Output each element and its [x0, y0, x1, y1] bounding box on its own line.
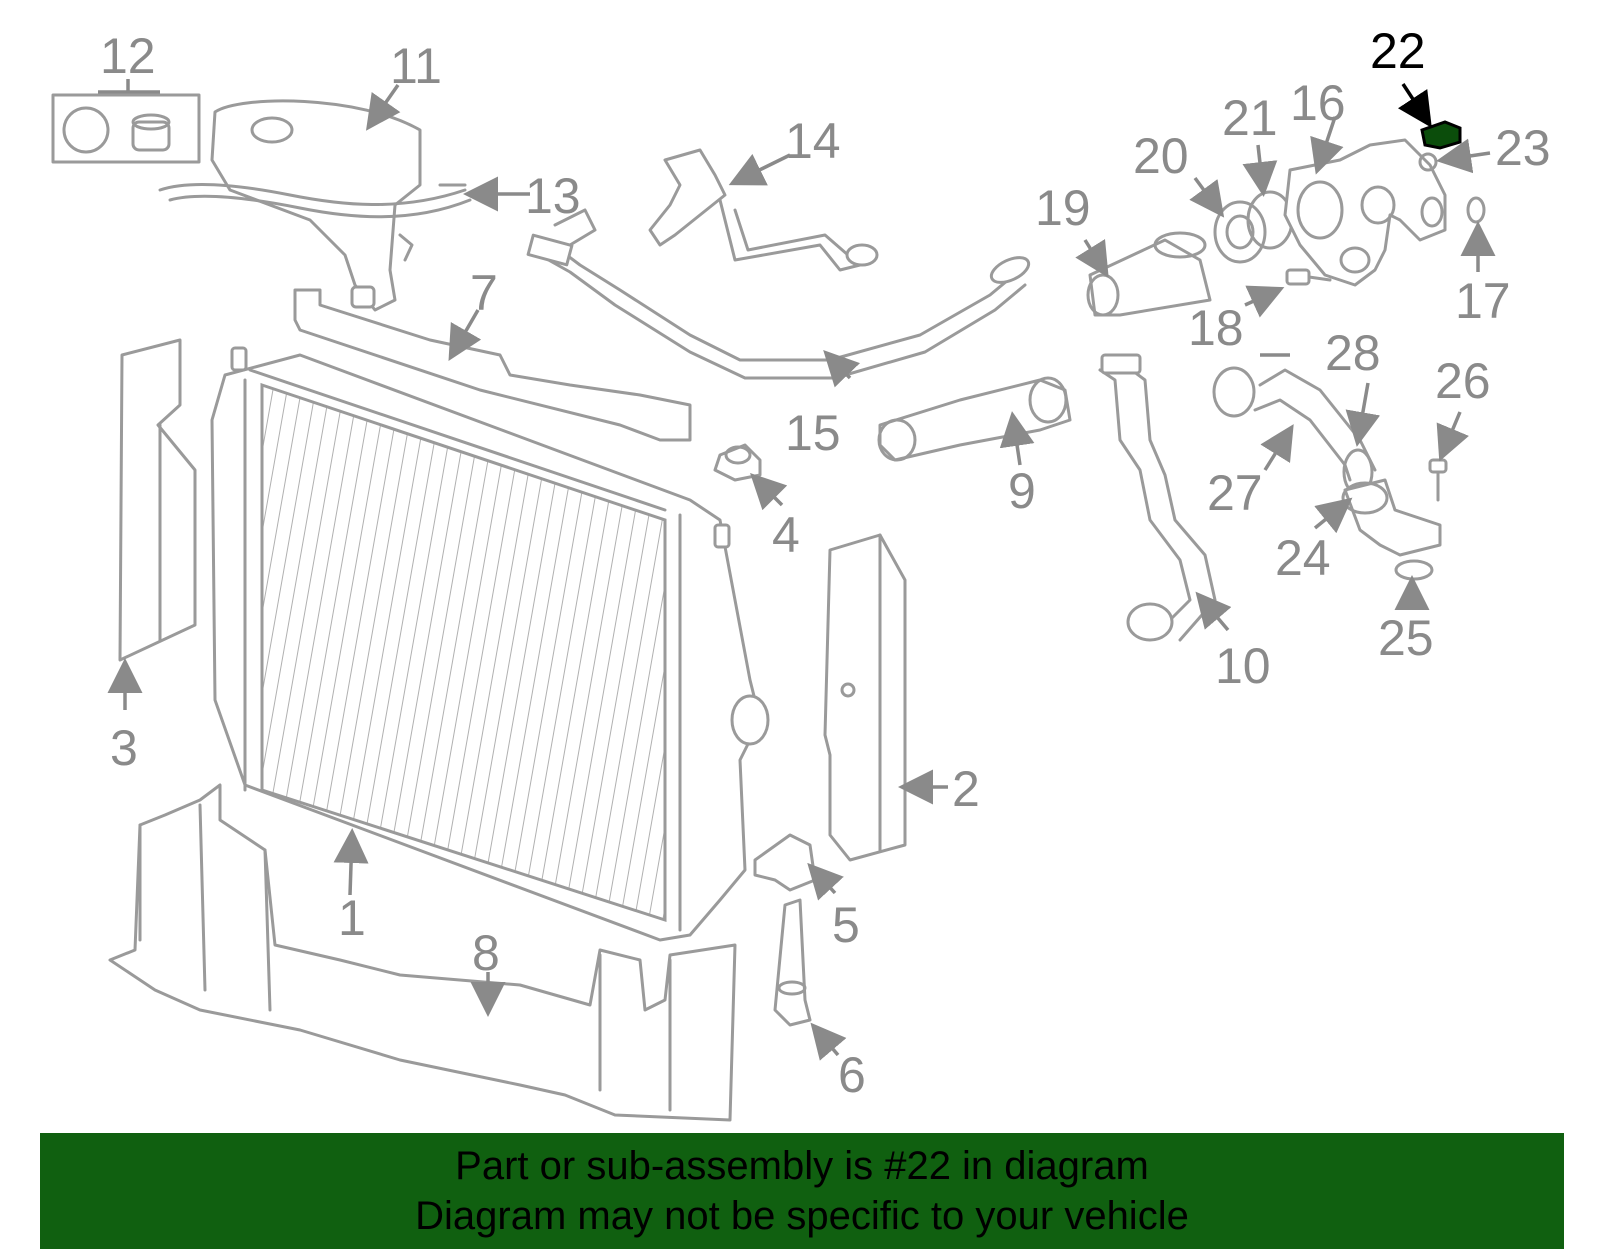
part-23-oring [1418, 152, 1438, 172]
banner-line-part-number: Part or sub-assembly is #22 in diagram [455, 1144, 1149, 1188]
part-7-upper-bar [293, 288, 692, 442]
callout-20: 20 [1133, 128, 1189, 184]
info-banner: Part or sub-assembly is #22 in diagram D… [40, 1133, 1564, 1249]
callout-16: 16 [1290, 75, 1346, 131]
callout-28: 28 [1325, 325, 1381, 381]
callout-2: 2 [952, 761, 980, 817]
callout-27: 27 [1207, 465, 1263, 521]
part-22-sensor-highlight [1420, 120, 1462, 150]
part-17-oring [1466, 196, 1486, 224]
callout-22-highlighted: 22 [1370, 23, 1426, 79]
part-9-hose [877, 376, 1072, 462]
callout-labels: 1 2 3 4 5 6 7 8 9 10 11 12 13 14 15 16 1… [100, 23, 1551, 1103]
callout-23: 23 [1495, 120, 1551, 176]
part-11-reservoir [158, 99, 472, 312]
callout-19: 19 [1035, 180, 1091, 236]
leader-arrows [107, 83, 1496, 1061]
banner-line-disclaimer: Diagram may not be specific to your vehi… [415, 1194, 1189, 1238]
part-2-side-panel [823, 533, 907, 862]
callout-13: 13 [525, 168, 581, 224]
callout-24: 24 [1275, 530, 1331, 586]
callout-5: 5 [832, 897, 860, 953]
part-16-housing [1283, 138, 1447, 287]
callout-15: 15 [785, 405, 841, 461]
callout-17: 17 [1455, 273, 1511, 329]
part-18-bolt [1285, 268, 1332, 286]
part-12-cap-inset [51, 79, 201, 164]
part-20-thermostat [1213, 200, 1267, 264]
part-10-hose [1098, 353, 1217, 642]
callout-26: 26 [1435, 353, 1491, 409]
part-3-side-panel [118, 338, 197, 662]
part-25-gasket [1394, 559, 1434, 581]
callout-8: 8 [472, 925, 500, 981]
callout-18: 18 [1188, 300, 1244, 356]
callout-10: 10 [1215, 638, 1271, 694]
part-15-hose [526, 208, 1031, 380]
callout-7: 7 [470, 265, 498, 321]
callout-14: 14 [785, 113, 841, 169]
callout-4: 4 [772, 507, 800, 563]
callout-9: 9 [1008, 463, 1036, 519]
callout-3: 3 [110, 720, 138, 776]
part-26-bolt [1428, 458, 1448, 502]
part-1-radiator [210, 346, 770, 942]
callout-11: 11 [390, 38, 442, 94]
callout-6: 6 [838, 1047, 866, 1103]
callout-25: 25 [1378, 610, 1434, 666]
part-24-fitting [1341, 478, 1442, 557]
part-14-hose [648, 148, 879, 272]
part-5-bracket [753, 833, 817, 892]
callout-21: 21 [1222, 90, 1278, 146]
callout-12: 12 [100, 28, 156, 84]
part-19-outlet [1086, 231, 1212, 317]
callout-1: 1 [338, 890, 366, 946]
part-4-grommet [713, 443, 762, 482]
part-6-sensor [773, 898, 812, 1027]
part-8-deflector [108, 783, 737, 1122]
